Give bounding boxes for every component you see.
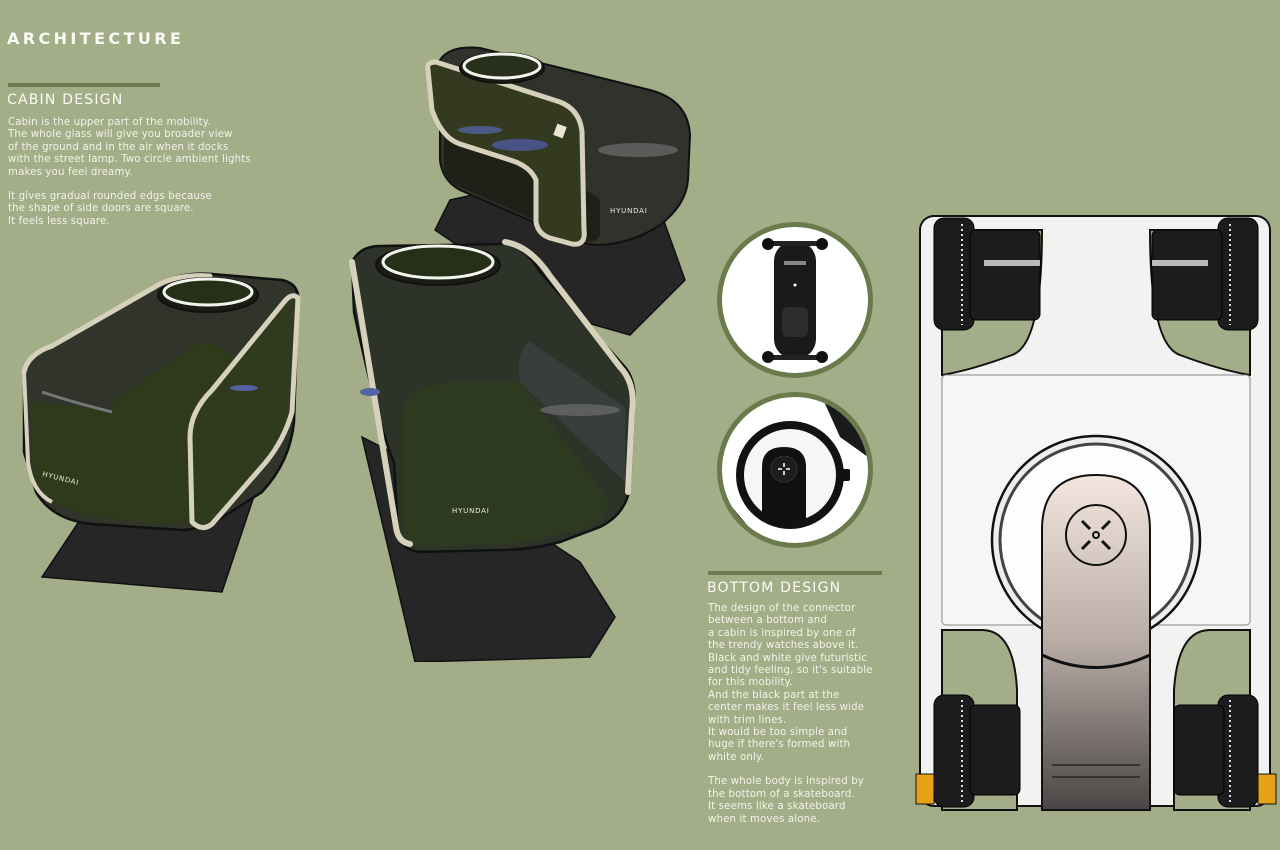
watch-inset [717,392,873,548]
cabin-section-divider [8,83,160,87]
cabin-render-top: HYUNDAI [420,40,710,340]
chassis-bottom-render [912,210,1280,850]
bottom-paragraph-2: The whole body is inspired by the bottom… [708,776,865,825]
bottom-design-heading: BOTTOM DESIGN [707,580,842,596]
skateboard-inset [717,222,873,378]
cabin-paragraph-2: It gives gradual rounded edgs because th… [8,191,212,227]
cabin-paragraph-1: Cabin is the upper part of the mobility.… [8,117,251,178]
cabin-top-brand: HYUNDAI [610,207,648,215]
cabin-design-description: Cabin is the upper part of the mobility.… [8,117,288,228]
bottom-paragraph-1: The design of the connector between a bo… [708,603,873,763]
bottom-design-description: The design of the connector between a bo… [708,603,908,826]
page-title: ARCHITECTURE [7,29,185,48]
cabin-render-center: HYUNDAI [340,232,640,662]
cabin-center-brand: HYUNDAI [452,507,490,515]
bottom-section-divider [708,571,882,575]
cabin-render-left: HYUNDAI [12,262,332,602]
cabin-design-heading: CABIN DESIGN [7,92,124,108]
